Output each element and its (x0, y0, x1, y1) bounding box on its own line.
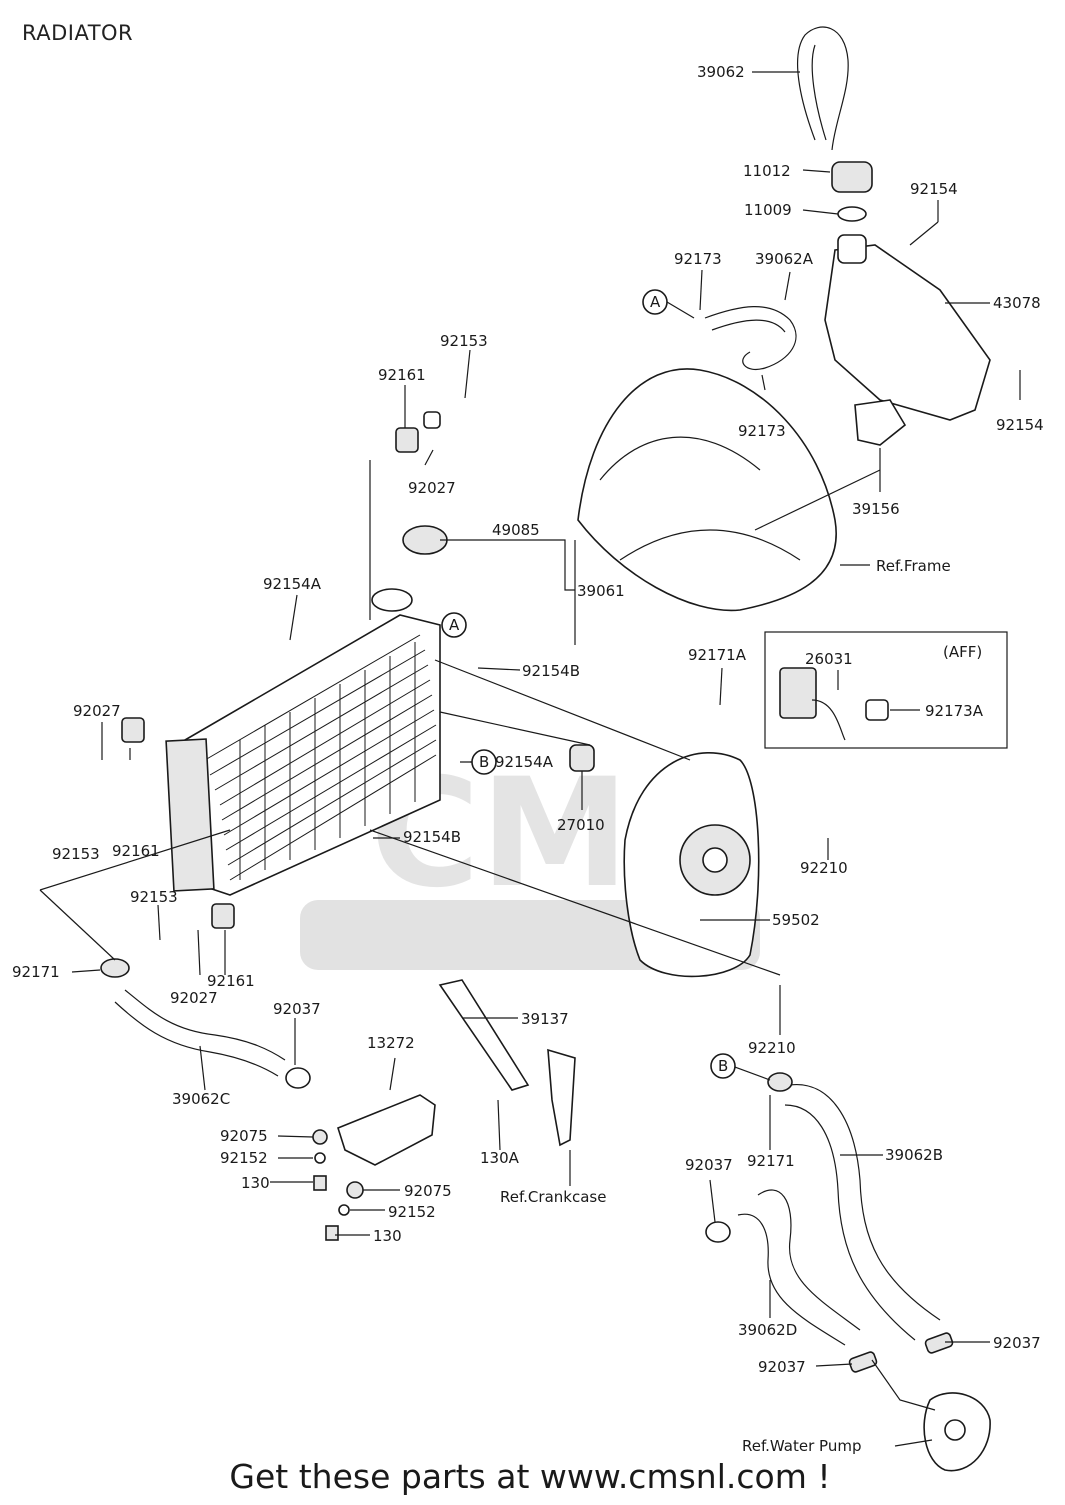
part-label: 130 (373, 1227, 402, 1245)
part-label: B (718, 1057, 728, 1075)
part-label: 92154 (996, 416, 1044, 434)
callout-a-upper (642, 289, 668, 315)
bracket-crankcase (547, 1048, 576, 1147)
part-label: 92173 (674, 250, 722, 268)
part-label: 39062D (738, 1321, 797, 1339)
hose-39062C (124, 989, 286, 1061)
part-label: B (479, 753, 489, 771)
grommet-92161-left (121, 717, 145, 743)
part-label: 92153 (440, 332, 488, 350)
callout-b-radiator (471, 749, 497, 775)
part-label: 92161 (207, 972, 255, 990)
hose-39062B (789, 1084, 941, 1321)
part-label: 92154A (263, 575, 322, 593)
part-label: 39062A (755, 250, 814, 268)
part-label: 39156 (852, 500, 900, 518)
part-label: 92161 (378, 366, 426, 384)
part-labels: 39062 11012 11009 92154 92173 39062A 430… (12, 63, 1044, 1455)
part-label: 92027 (408, 479, 456, 497)
grommet-92161-low (211, 903, 235, 929)
part-label: 92154A (495, 753, 554, 771)
guard-13272 (337, 1094, 436, 1166)
part-label: 92154 (910, 180, 958, 198)
part-label: 92173 (738, 422, 786, 440)
part-label: 92037 (993, 1334, 1041, 1352)
part-label: A (650, 293, 661, 311)
part-label: 92210 (800, 859, 848, 877)
part-label: A (449, 616, 460, 634)
frame-reference (577, 368, 837, 612)
part-label: 59502 (772, 911, 820, 929)
bracket-39156 (854, 399, 907, 446)
leader-lines (39, 71, 1021, 1447)
part-label: 92027 (73, 702, 121, 720)
part-label: 92075 (404, 1182, 452, 1200)
part-label: 92153 (52, 845, 100, 863)
aff-sensor (779, 667, 817, 719)
part-label: 92173A (925, 702, 984, 720)
part-label: 92154B (403, 828, 461, 846)
part-label: 39137 (521, 1010, 569, 1028)
part-label: 92153 (130, 888, 178, 906)
callout-b-lower (710, 1053, 736, 1079)
part-label: 39062 (697, 63, 745, 81)
reservoir-cap (831, 161, 873, 193)
hose-39062D (757, 1189, 861, 1331)
part-label: 11012 (743, 162, 791, 180)
part-label: 92037 (758, 1358, 806, 1376)
part-label: Ref.Crankcase (500, 1188, 606, 1206)
parts-drawings (100, 26, 1008, 1472)
part-label: 92152 (388, 1203, 436, 1221)
radiator-core (165, 614, 441, 896)
part-label: 26031 (805, 650, 853, 668)
page-title: RADIATOR (22, 21, 133, 45)
part-label: 92037 (685, 1156, 733, 1174)
cap-gasket (837, 206, 867, 222)
aff-box (764, 631, 1008, 749)
part-label: 92171 (12, 963, 60, 981)
promo-banner[interactable]: Get these parts at www.cmsnl.com ! (229, 1457, 830, 1496)
part-label: 92171A (688, 646, 747, 664)
bracket-39137 (438, 979, 530, 1091)
part-label: 43078 (993, 294, 1041, 312)
part-label: 130 (241, 1174, 270, 1192)
part-label: Ref.Water Pump (742, 1437, 861, 1455)
part-label: 92210 (748, 1039, 796, 1057)
part-label: 130A (480, 1149, 520, 1167)
part-label: 39062C (172, 1090, 230, 1108)
part-label: Ref.Frame (876, 557, 951, 575)
grommet-92161-top (395, 427, 419, 453)
part-label: 39062B (885, 1146, 943, 1164)
reservoir-tank (824, 244, 991, 421)
part-label: 39061 (577, 582, 625, 600)
clamp-92171 (100, 958, 130, 978)
fan-switch (569, 744, 595, 772)
part-label: 92027 (170, 989, 218, 1007)
part-label: 92171 (747, 1152, 795, 1170)
part-label: 27010 (557, 816, 605, 834)
part-label: 92154B (522, 662, 580, 680)
callout-a-radiator (441, 612, 467, 638)
hose-39062 (796, 26, 849, 151)
part-label: (AFF) (943, 643, 982, 661)
filler-neck (371, 588, 413, 612)
part-label: 11009 (744, 201, 792, 219)
part-label: 92161 (112, 842, 160, 860)
part-label: 92152 (220, 1149, 268, 1167)
part-label: 13272 (367, 1034, 415, 1052)
part-label: 49085 (492, 521, 540, 539)
hose-39062A (704, 306, 797, 370)
part-label: 92075 (220, 1127, 268, 1145)
part-label: 92037 (273, 1000, 321, 1018)
